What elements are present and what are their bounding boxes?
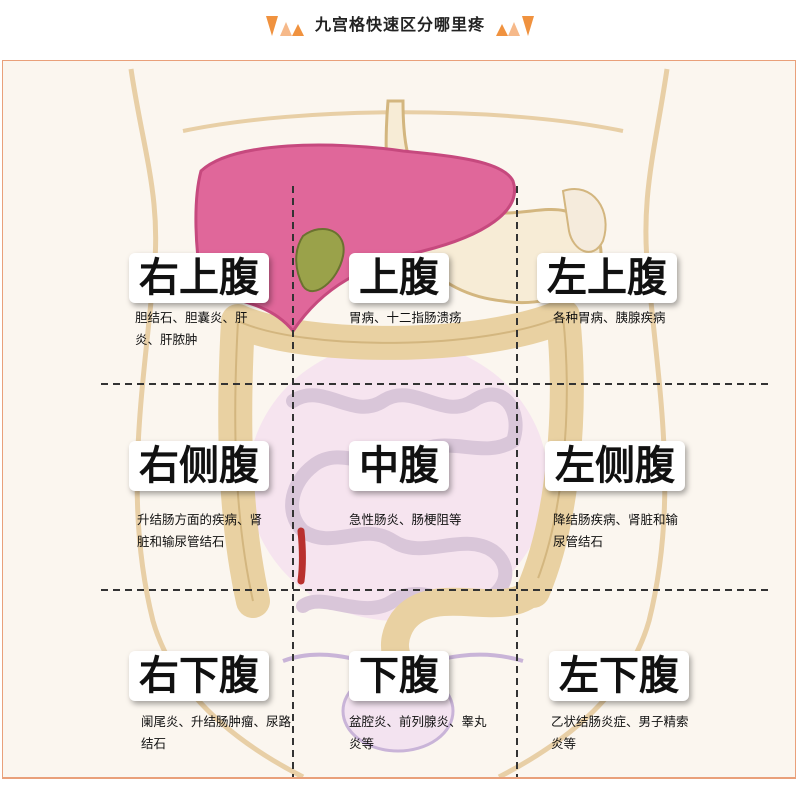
region-desc-upper-left-abdomen: 各种胃病、胰腺疾病	[553, 310, 666, 325]
region-label-upper-left-abdomen: 左上腹	[537, 253, 677, 303]
region-desc-mid-abdomen: 急性肠炎、肠梗阻等	[349, 512, 462, 527]
diagram-frame: 右上腹 胆结石、胆囊炎、肝炎、肝脓肿 上腹 胃病、十二指肠溃疡 左上腹 各种胃病…	[2, 60, 796, 779]
region-label-mid-abdomen: 中腹	[349, 441, 449, 491]
page-title: 九宫格快速区分哪里疼	[314, 15, 485, 34]
region-desc-left-lateral-abdomen: 降结肠疾病、肾脏和输尿管结石	[553, 512, 679, 549]
header: 九宫格快速区分哪里疼	[0, 0, 800, 52]
region-label-lower-right-abdomen: 右下腹	[129, 651, 269, 701]
region-label-left-lateral-abdomen: 左侧腹	[545, 441, 685, 491]
region-label-lower-abdomen: 下腹	[349, 651, 449, 701]
region-desc-lower-left-abdomen: 乙状结肠炎症、男子精索炎等	[551, 714, 689, 751]
region-desc-right-lateral-abdomen: 升结肠方面的疾病、肾脏和输尿管结石	[137, 512, 263, 549]
left-triangle-icon	[266, 16, 304, 36]
right-triangle-icon	[496, 16, 534, 36]
region-label-right-lateral-abdomen: 右侧腹	[129, 441, 269, 491]
region-desc-lower-right-abdomen: 阑尾炎、升结肠肿瘤、尿路结石	[141, 714, 292, 751]
region-label-upper-abdomen: 上腹	[349, 253, 449, 303]
region-desc-upper-abdomen: 胃病、十二指肠溃疡	[349, 310, 462, 325]
region-desc-upper-right-abdomen: 胆结石、胆囊炎、肝炎、肝脓肿	[135, 310, 248, 347]
region-label-upper-right-abdomen: 右上腹	[129, 253, 269, 303]
nine-grid-lines	[101, 186, 773, 777]
region-label-lower-left-abdomen: 左下腹	[549, 651, 689, 701]
region-desc-lower-abdomen: 盆腔炎、前列腺炎、睾丸炎等	[349, 714, 487, 751]
